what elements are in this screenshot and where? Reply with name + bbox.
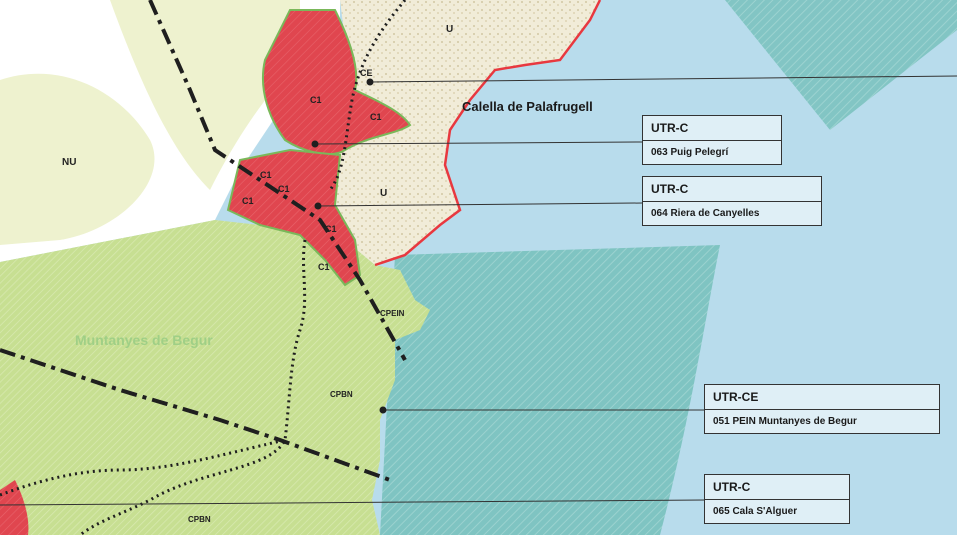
zone-label-c1-a: C1 [310,95,322,105]
zone-label-c1-d: C1 [278,184,290,194]
c1-zone-north [261,9,412,156]
zone-label-cpein: CPEIN [380,309,405,318]
zone-label-cpbn-a: CPBN [330,390,353,399]
zone-label-u-top: U [446,24,453,35]
callout-code: UTR-C [643,116,781,141]
zone-label-c1-f: C1 [325,224,337,234]
leader-line-063 [314,141,643,145]
callout-name: 064 Riera de Canyelles [651,208,760,219]
callout-065[interactable]: UTR-C 065 Cala S'Alguer [704,474,850,524]
marker-051[interactable] [379,406,387,414]
leader-line-064 [317,202,643,207]
place-muntanyes: Muntanyes de Begur [75,332,213,348]
marker-063[interactable] [311,140,319,148]
marine-protected-zone-main [380,245,720,535]
zone-label-c1-b: C1 [370,112,382,122]
zone-label-cpbn-b: CPBN [188,515,211,524]
marine-protected-zone-top [725,0,957,130]
callout-name: 065 Cala S'Alguer [713,506,798,517]
dotted-path-arc [328,0,407,191]
leader-line-065 [0,499,705,506]
leader-line-ce [369,75,957,83]
dotted-path-south [79,239,307,535]
rural-land-pale-a [0,73,155,245]
coastline-red [374,0,602,267]
urban-area [330,0,600,265]
zone-label-c1-e: C1 [242,196,254,206]
callout-064[interactable]: UTR-C 064 Riera de Canyelles [642,176,822,226]
zone-label-ce: CE [360,68,373,78]
callout-063[interactable]: UTR-C 063 Puig Pelegrí [642,115,782,165]
callout-code: UTR-C [643,177,821,202]
callout-name: 063 Puig Pelegrí [651,147,729,158]
boundary-line-south [0,348,391,482]
rural-land-pale-b [110,0,300,190]
zone-label-c1-c: C1 [260,170,272,180]
marker-ce[interactable] [366,78,374,86]
zone-label-nu: NU [62,157,76,168]
protected-land-green [0,220,430,535]
boundary-line-north [148,0,407,361]
dotted-path-west [0,438,286,497]
zone-label-u-mid: U [380,188,387,199]
marker-064[interactable] [314,202,322,210]
c1-zone-south [226,148,362,287]
place-calella: Calella de Palafrugell [462,99,593,114]
callout-code: UTR-CE [705,385,939,410]
callout-code: UTR-C [705,475,849,500]
zone-label-c1-g: C1 [318,262,330,272]
callout-name: 051 PEIN Muntanyes de Begur [713,416,857,427]
callout-051[interactable]: UTR-CE 051 PEIN Muntanyes de Begur [704,384,940,434]
